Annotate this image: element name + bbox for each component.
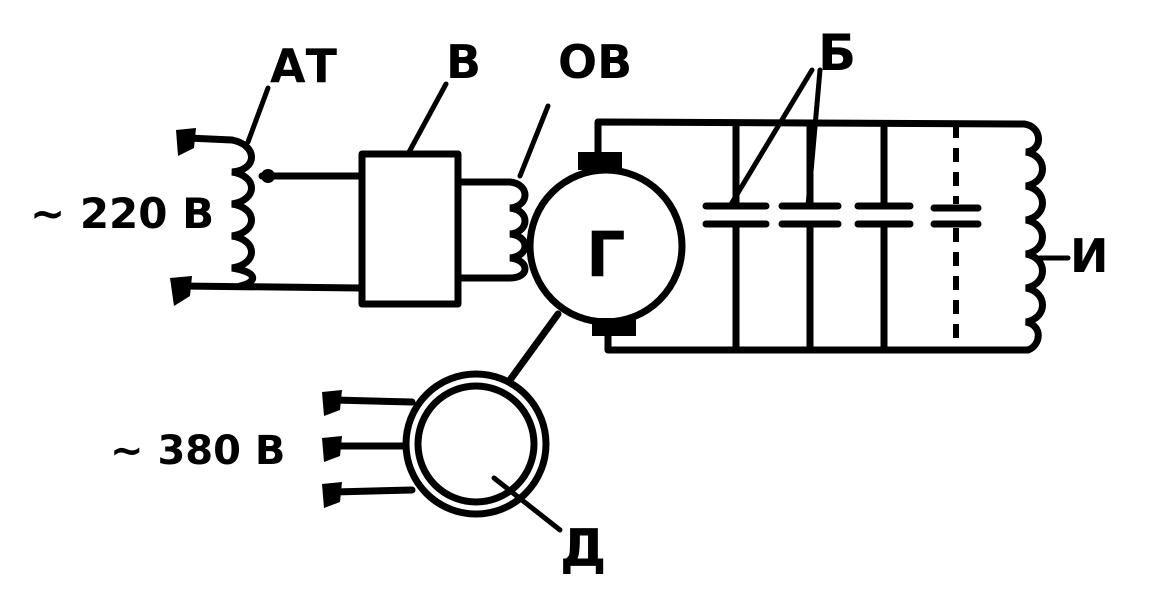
terminal-220-top (176, 128, 196, 156)
motor-shaft (506, 310, 562, 384)
bottom-bus (604, 332, 1032, 354)
rectifier (358, 81, 514, 308)
inductor-label: И (1070, 229, 1109, 283)
generator-brush-bottom (592, 318, 636, 336)
generator-brush-top (578, 152, 622, 170)
inductor (1020, 120, 1071, 354)
terminal-380-3 (322, 482, 342, 508)
battery-pointer-1 (727, 67, 815, 209)
terminal-380-1 (322, 390, 342, 416)
motor-label: Д (560, 519, 606, 579)
generator-label: Г (586, 218, 626, 291)
autotransformer-bottom-lead (178, 282, 364, 292)
terminal-380-2 (322, 436, 342, 462)
supply-220-label: ~ 220 В (30, 189, 214, 238)
capacitor-4-dashed (930, 124, 982, 350)
autotransformer-coil (228, 136, 256, 290)
rectifier-box (358, 150, 462, 308)
rectifier-pointer (405, 81, 449, 157)
autotransformer-label: АТ (270, 39, 338, 93)
battery-pointer-2 (805, 67, 823, 209)
autotransformer (170, 85, 364, 306)
motor-inner-circle (414, 382, 538, 506)
autotransformer-top-lead (184, 134, 236, 144)
battery-label: Б (818, 24, 856, 82)
capacitor-1 (702, 120, 770, 354)
motor-pointer (491, 475, 563, 533)
tap-node (261, 169, 275, 183)
generator: Г (526, 152, 686, 336)
motor-lead-1 (330, 396, 416, 406)
terminal-220-bottom (170, 276, 192, 306)
capacitor-bank (594, 67, 1032, 354)
inductor-coil (1020, 120, 1046, 354)
field-winding-coil (506, 178, 529, 282)
motor (322, 310, 563, 533)
field-winding-label: ОВ (558, 35, 632, 89)
field-winding-pointer (517, 103, 551, 179)
rectifier-label: В (446, 35, 481, 89)
supply-380-label: ~ 380 В (110, 428, 285, 474)
field-winding (506, 103, 551, 282)
motor-lead-3 (330, 486, 416, 496)
motor-outer-circle (402, 370, 550, 518)
autotransformer-pointer (245, 85, 271, 145)
capacitor-3 (854, 120, 914, 354)
